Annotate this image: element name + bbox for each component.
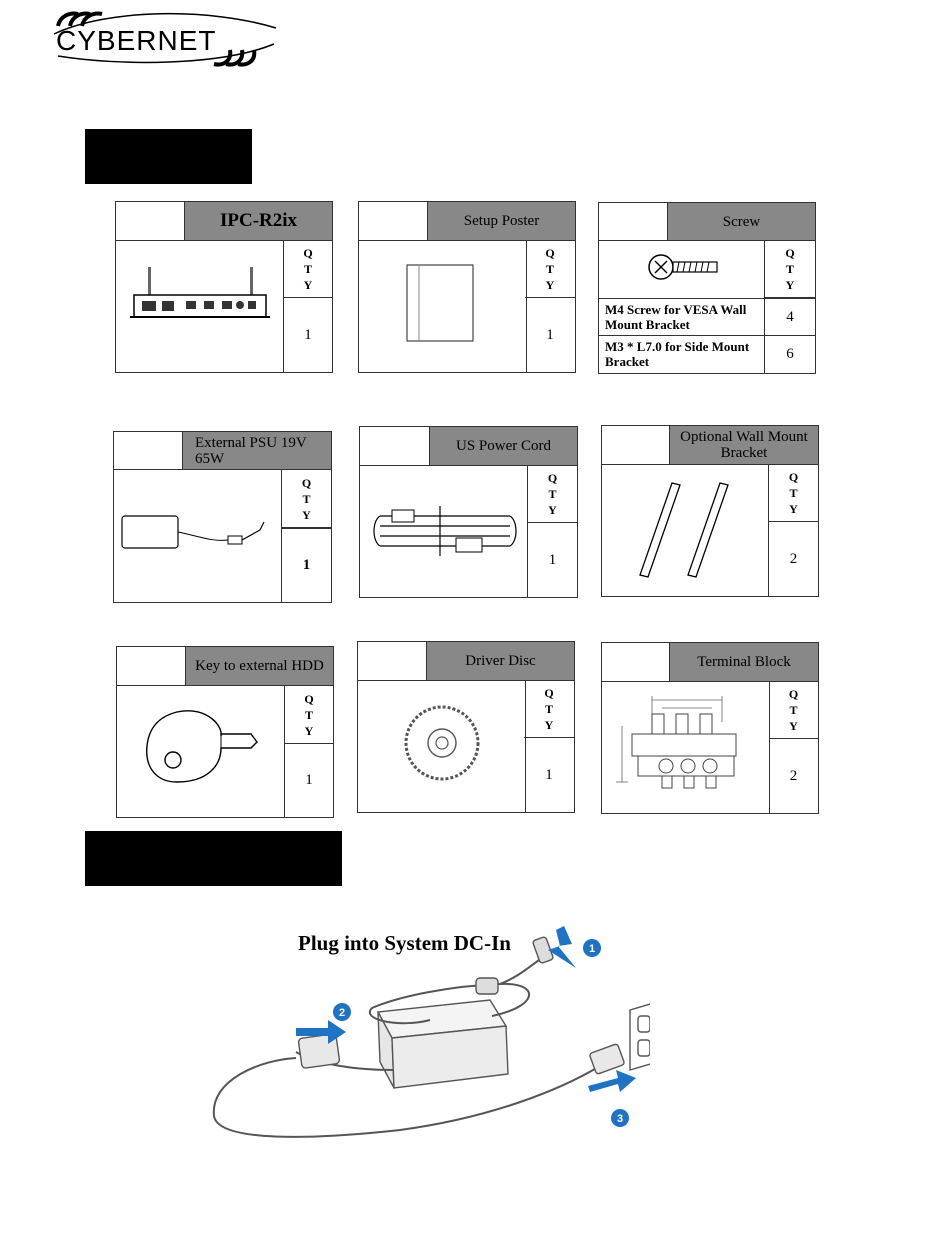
plug-instruction-title: Plug into System DC-In (298, 931, 511, 955)
item-name: Optional Wall Mount Bracket (670, 426, 818, 465)
qty-value: 1 (524, 737, 574, 812)
screw-row: M3 * L7.0 for Side Mount Bracket 6 (599, 335, 815, 373)
cybernet-logo: CYBERNET (53, 11, 277, 67)
qty-value: 1 (285, 743, 333, 817)
item-image (358, 681, 526, 812)
step-badge-1: 1 (589, 943, 595, 955)
item-image (360, 466, 528, 597)
package-contents-bar (85, 129, 252, 184)
qty-value: 2 (769, 738, 818, 813)
item-image (117, 686, 285, 817)
screw-row-label: M4 Screw for VESA Wall Mount Bracket (599, 299, 765, 335)
disc-icon (404, 705, 480, 781)
item-name: Setup Poster (428, 202, 575, 241)
psu-connection-illustration: 1 2 3 (212, 926, 650, 1138)
item-name: Screw (668, 203, 815, 241)
step-badge-3: 3 (617, 1113, 623, 1125)
step-badge-2: 2 (339, 1007, 345, 1019)
wall-bracket-icon (639, 482, 729, 578)
screw-row-qty: 4 (786, 308, 794, 325)
setup-section-bar (85, 831, 342, 886)
qty-value: 1 (525, 297, 575, 372)
screw-row-label: M3 * L7.0 for Side Mount Bracket (599, 336, 765, 373)
qty-value: 1 (282, 528, 331, 602)
qty-value: 1 (528, 522, 577, 597)
qty-value: 1 (284, 297, 332, 372)
screw-row-qty: 6 (786, 346, 794, 362)
key-icon (146, 710, 258, 783)
item-image (114, 470, 282, 602)
screw-row: M4 Screw for VESA Wall Mount Bracket 4 (599, 298, 815, 335)
item-image (602, 682, 770, 813)
svg-text:CYBERNET: CYBERNET (56, 25, 216, 56)
screw-icon (648, 254, 718, 280)
item-name: Terminal Block (670, 643, 818, 682)
item-image (359, 241, 527, 372)
item-name: Key to external HDD (186, 647, 333, 686)
poster-icon (406, 264, 474, 342)
power-adapter-icon (121, 515, 265, 549)
item-name: Driver Disc (427, 642, 574, 681)
item-image (602, 465, 769, 596)
item-name: External PSU 19V 65W (183, 432, 331, 470)
item-name: US Power Cord (430, 427, 577, 466)
ipc-device-icon (130, 267, 270, 318)
terminal-block-icon (616, 696, 737, 789)
item-image (599, 241, 765, 298)
power-cord-icon (373, 506, 517, 556)
qty-value: 2 (769, 521, 818, 596)
item-name: IPC-R2ix (185, 202, 332, 241)
item-image (116, 241, 284, 372)
